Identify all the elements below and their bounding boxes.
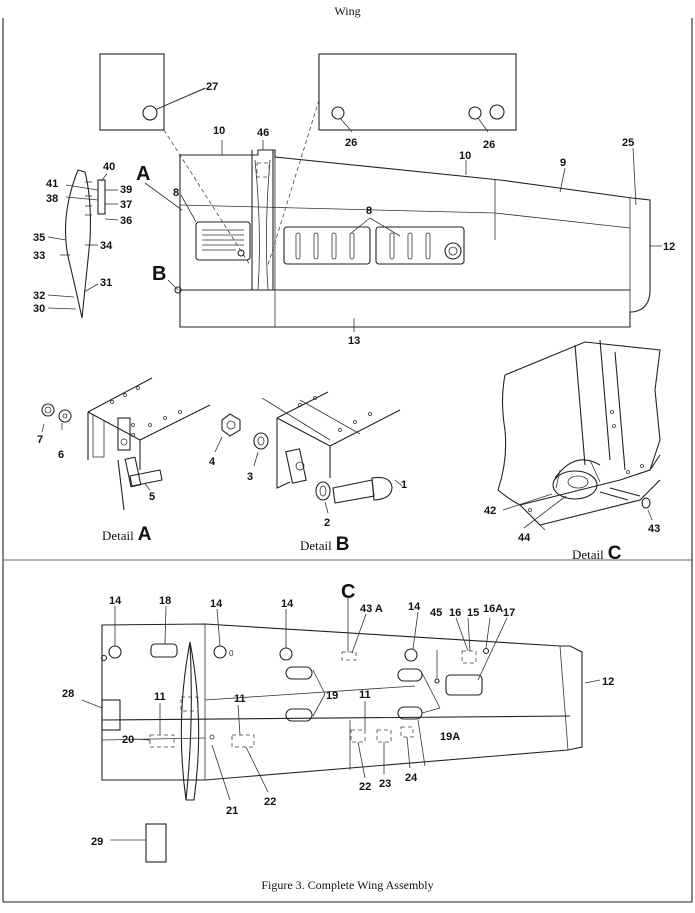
callout-43: 43 [648,523,660,535]
page-header: Wing [334,4,361,18]
top-wing-view [47,53,662,332]
detail-c-drawing [497,339,661,531]
access-panel-26 [318,53,517,131]
callout-21: 21 [226,805,238,817]
callout-38: 38 [46,193,58,205]
callout-11-c: 11 [359,689,371,701]
callout-12-bottom: 12 [602,676,614,688]
callout-29: 29 [91,836,103,848]
figure-caption: Figure 3. Complete Wing Assembly [261,878,434,892]
callout-26-left: 26 [345,137,357,149]
detail-b-drawing [214,391,403,514]
small-mark-0: 0 [229,649,234,658]
callout-28: 28 [62,688,74,700]
callout-14-b: 14 [210,598,223,610]
callout-17: 17 [503,607,515,619]
top-view-callouts: 27 10 46 26 26 10 9 25 8 8 12 13 40 41 3… [33,81,675,347]
callout-11-a: 11 [154,691,166,703]
detail-a-drawing [41,377,211,511]
callout-41: 41 [46,178,58,190]
callout-39: 39 [120,184,132,196]
callout-35: 35 [33,232,45,244]
callout-16a: 16A [483,603,503,615]
callout-19: 19 [326,690,338,702]
callout-26-right: 26 [483,139,495,151]
callout-24: 24 [405,772,418,784]
callout-16: 16 [449,607,461,619]
callout-14-d: 14 [408,601,421,613]
callout-14-c: 14 [281,598,294,610]
rib-splice-plate [97,179,106,215]
callout-31: 31 [100,277,112,289]
callout-30: 30 [33,303,45,315]
callout-37: 37 [120,199,132,211]
rib-section [64,169,91,319]
callout-19a: 19A [440,731,460,743]
callout-34: 34 [100,240,113,252]
callout-23: 23 [379,778,391,790]
bottom-wing-view [81,598,601,863]
callout-40: 40 [103,161,115,173]
callout-15: 15 [467,607,479,619]
callout-4: 4 [209,456,216,468]
view-marker-b: B [152,263,166,285]
view-marker-c: C [341,581,355,603]
callout-8-left: 8 [173,187,179,199]
callout-10-inboard: 10 [213,125,225,137]
callout-8-top: 8 [366,205,372,217]
callout-46: 46 [257,127,269,139]
callout-3: 3 [247,471,253,483]
callout-14-a: 14 [109,595,122,607]
callout-22-left: 22 [264,796,276,808]
callout-6: 6 [58,449,64,461]
callout-5: 5 [149,491,155,503]
callout-18: 18 [159,595,171,607]
view-marker-a: A [136,163,150,185]
callout-42: 42 [484,505,496,517]
callout-1: 1 [401,479,407,491]
bottom-view-callouts: 14 18 14 14 C 43 A 14 45 16 15 16A 17 12… [62,581,614,848]
callout-44: 44 [518,532,531,544]
callout-10-outboard: 10 [459,150,471,162]
callout-27: 27 [206,81,218,93]
callout-45: 45 [430,607,442,619]
callout-11-b: 11 [234,693,246,705]
callout-43a: 43 A [360,603,383,615]
callout-13: 13 [348,335,360,347]
callout-33: 33 [33,250,45,262]
callout-2: 2 [324,517,330,529]
callout-20: 20 [122,734,134,746]
callout-25: 25 [622,137,634,149]
callout-36: 36 [120,215,132,227]
wing-outline [179,149,651,328]
callout-22-right: 22 [359,781,371,793]
callout-12-top: 12 [663,241,675,253]
access-panel-27 [99,53,165,131]
callout-7: 7 [37,434,43,446]
bottom-wing-outline [101,623,583,781]
callout-32: 32 [33,290,45,302]
callout-9: 9 [560,157,566,169]
